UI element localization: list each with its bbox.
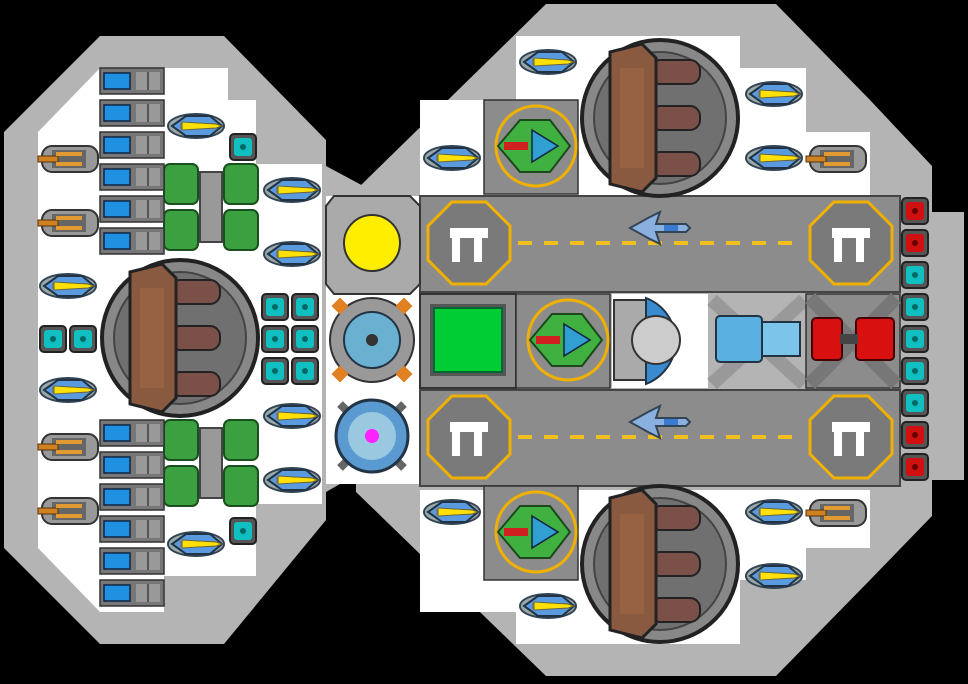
- reactor-core-icon[interactable]: [325, 195, 421, 295]
- sensor-dome-icon[interactable]: [612, 294, 708, 388]
- shield-generator-icon[interactable]: [329, 297, 415, 383]
- runway-top[interactable]: [419, 195, 901, 293]
- cyan-cell-icon: [901, 325, 929, 353]
- gravity-gauge-icon[interactable]: [334, 398, 410, 474]
- cannon-bottom-right[interactable]: [580, 484, 740, 644]
- right-hull-floor: [326, 36, 870, 644]
- cell-column: [901, 197, 929, 481]
- cyan-cell-icon: [901, 261, 929, 289]
- cyan-cell-icon: [901, 389, 929, 417]
- cyan-cell-icon: [901, 357, 929, 385]
- cannon-top-right[interactable]: [580, 38, 740, 198]
- cargo-bay-icon[interactable]: [419, 293, 517, 389]
- cyan-cell-icon: [901, 293, 929, 321]
- drone-icon[interactable]: [514, 292, 612, 390]
- drone-icon[interactable]: [482, 484, 580, 582]
- thruster-red-icon[interactable]: [805, 293, 901, 389]
- red-cell-icon: [901, 197, 929, 225]
- cannon-left[interactable]: [100, 258, 260, 418]
- red-cell-icon: [901, 229, 929, 257]
- landing-pad-icon: [426, 394, 512, 480]
- red-cell-icon: [901, 421, 929, 449]
- red-cell-icon: [901, 453, 929, 481]
- runway-bottom[interactable]: [419, 389, 901, 487]
- thruster-blue-icon[interactable]: [707, 294, 809, 390]
- landing-pad-icon: [808, 200, 894, 286]
- landing-pad-icon: [426, 200, 512, 286]
- landing-pad-icon: [808, 394, 894, 480]
- drone-icon[interactable]: [482, 98, 580, 196]
